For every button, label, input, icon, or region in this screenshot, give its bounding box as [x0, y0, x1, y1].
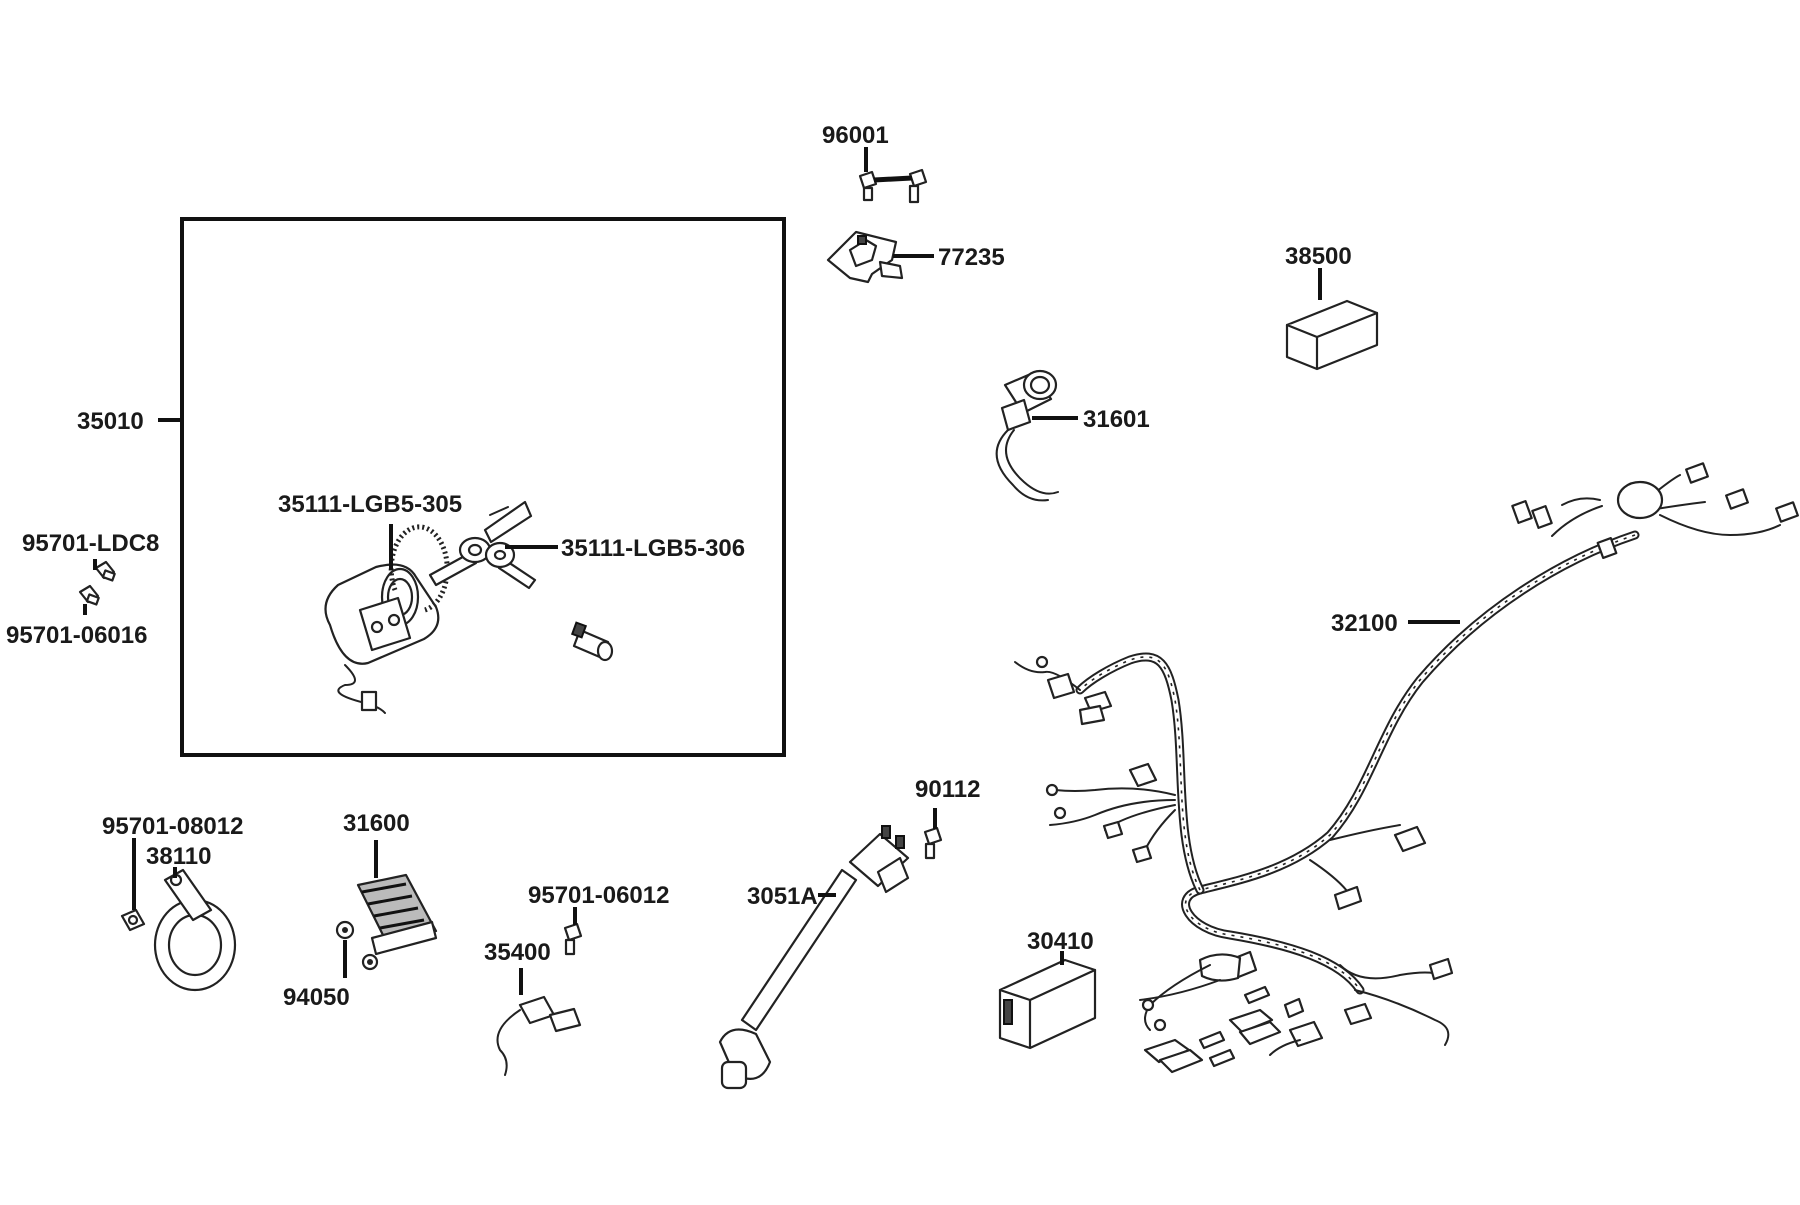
label-77235: 77235	[938, 244, 1005, 271]
label-3051a: 3051A	[747, 883, 818, 910]
label-31600: 31600	[343, 810, 410, 837]
bolt-95701-08012-part	[120, 908, 146, 932]
label-32100: 32100	[1331, 610, 1398, 637]
nut-94050-part	[335, 920, 379, 971]
label-94050: 94050	[283, 984, 350, 1011]
bracket-77235-part	[826, 230, 904, 284]
key-set-group-box	[180, 217, 786, 757]
label-38500: 38500	[1285, 243, 1352, 270]
label-96001: 96001	[822, 122, 889, 149]
screw-95701-ldc8-part	[94, 560, 116, 582]
relay-38500-part	[1285, 299, 1379, 371]
wiring-harness-32100-part	[1014, 462, 1799, 1074]
bolt-90112-part	[923, 826, 943, 860]
seat-lock-cylinder-part	[570, 621, 614, 662]
label-35111-lgb5-306: 35111-LGB5-306	[561, 535, 745, 562]
label-90112: 90112	[915, 776, 980, 803]
bolt-95701-06012-part	[563, 922, 583, 956]
key-pair-part	[428, 500, 537, 590]
regulator-31600-part	[356, 873, 438, 956]
label-95701-ldc8: 95701-LDC8	[22, 530, 159, 557]
label-95701-06012: 95701-06012	[528, 882, 669, 909]
label-35400: 35400	[484, 939, 551, 966]
ignition-switch-part	[324, 524, 450, 714]
label-35010: 35010	[77, 408, 144, 435]
socket-31601-part	[995, 369, 1059, 502]
label-35111-lgb5-305: 35111-LGB5-305	[278, 491, 462, 518]
screw-95701-06016-part	[78, 584, 100, 606]
label-30410: 30410	[1027, 928, 1094, 955]
label-38110: 38110	[146, 843, 211, 870]
cdi-unit-30410-part	[998, 958, 1097, 1050]
label-31601: 31601	[1083, 406, 1150, 433]
ignition-coil-3051a-part	[718, 825, 910, 1090]
bolt-96001-part	[858, 168, 928, 204]
switch-35400-part	[496, 995, 582, 1076]
label-95701-06016: 95701-06016	[6, 622, 147, 649]
label-95701-08012: 95701-08012	[102, 813, 243, 840]
horn-38110-part	[153, 868, 237, 992]
